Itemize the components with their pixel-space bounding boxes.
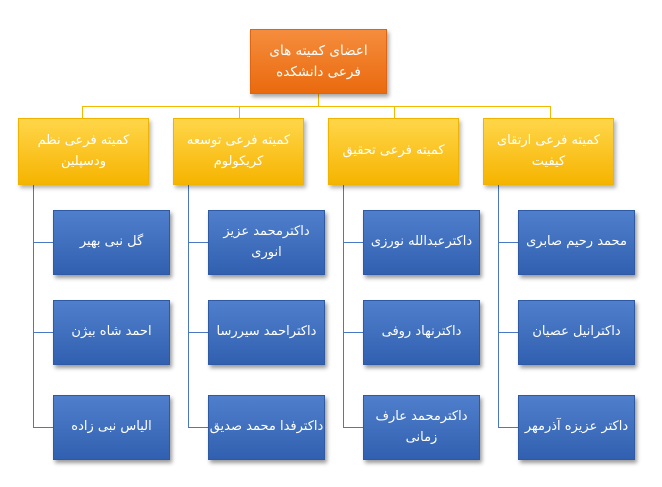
committee-node-curriculum: کمیته فرعی توسعه کریکولوم xyxy=(173,118,304,185)
member-connector-3-1 xyxy=(343,242,363,243)
member-name: داکتراحمد سیررسا xyxy=(216,324,317,340)
member-name: محمد رحیم صابری xyxy=(526,234,627,250)
root-title: اعضای کمیته های فرعی دانشکده xyxy=(269,42,368,80)
member-name: داکترمحمد عزیز انوری xyxy=(223,224,310,260)
root-node: اعضای کمیته های فرعی دانشکده xyxy=(250,29,387,94)
committee-title: کمیته فرعی تحقیق xyxy=(342,143,445,159)
member-name: الیاس نبی زاده xyxy=(71,419,152,435)
member-node: الیاس نبی زاده xyxy=(53,395,170,460)
committee-connector-drop-2 xyxy=(239,106,240,118)
member-node: داکتراحمد سیررسا xyxy=(208,300,325,365)
committee-title: کمیته فرعی توسعه کریکولوم xyxy=(186,133,291,169)
member-node: داکترفدا محمد صدیق xyxy=(208,395,325,460)
member-connector-1-3 xyxy=(33,427,53,428)
member-name: داکترنهاد روفی xyxy=(381,324,462,340)
member-connector-2-1 xyxy=(188,242,208,243)
member-node: احمد شاه بیژن xyxy=(53,300,170,365)
member-node: داکترعبدالله نورزی xyxy=(363,210,480,275)
committee-node-discipline: کمیته فرعی نظم ودسپلین xyxy=(18,118,149,185)
committee-connector-drop-4 xyxy=(550,106,551,118)
member-node: گل نبی بهیر xyxy=(53,210,170,275)
member-connector-4-2 xyxy=(498,332,518,333)
member-name: داکترانیل عصیان xyxy=(532,324,621,340)
root-connector-vertical xyxy=(318,94,319,106)
member-node: داکترمحمد عارف زمانی xyxy=(363,395,480,460)
member-node: داکترنهاد روفی xyxy=(363,300,480,365)
member-connector-4-3 xyxy=(498,427,518,428)
committee-connector-horizontal xyxy=(82,106,551,107)
member-name: داکتر عزیزه آذرمهر xyxy=(524,419,629,435)
committee-node-research: کمیته فرعی تحقیق xyxy=(328,118,459,185)
member-connector-1-2 xyxy=(33,332,53,333)
member-connector-vertical-2 xyxy=(188,185,189,428)
member-node: محمد رحیم صابری xyxy=(518,210,635,275)
committee-title: کمیته فرعی نظم ودسپلین xyxy=(37,133,130,169)
member-connector-1-1 xyxy=(33,242,53,243)
member-connector-vertical-1 xyxy=(33,185,34,428)
member-name: گل نبی بهیر xyxy=(79,234,144,250)
member-connector-3-3 xyxy=(343,427,363,428)
member-node: داکترانیل عصیان xyxy=(518,300,635,365)
member-node: داکترمحمد عزیز انوری xyxy=(208,210,325,275)
member-node: داکتر عزیزه آذرمهر xyxy=(518,395,635,460)
committee-title: کمیته فرعی ارتقای کیفیت xyxy=(497,133,600,169)
committee-connector-drop-1 xyxy=(82,106,83,118)
member-connector-2-3 xyxy=(188,427,208,428)
committee-connector-drop-3 xyxy=(394,106,395,118)
member-connector-3-2 xyxy=(343,332,363,333)
member-name: داکترمحمد عارف زمانی xyxy=(375,409,468,445)
member-connector-2-2 xyxy=(188,332,208,333)
member-connector-vertical-3 xyxy=(343,185,344,428)
member-name: داکترعبدالله نورزی xyxy=(370,234,473,250)
member-connector-4-1 xyxy=(498,242,518,243)
member-name: داکترفدا محمد صدیق xyxy=(209,419,324,435)
member-connector-vertical-4 xyxy=(498,185,499,428)
member-name: احمد شاه بیژن xyxy=(71,324,152,340)
committee-node-quality: کمیته فرعی ارتقای کیفیت xyxy=(483,118,614,185)
